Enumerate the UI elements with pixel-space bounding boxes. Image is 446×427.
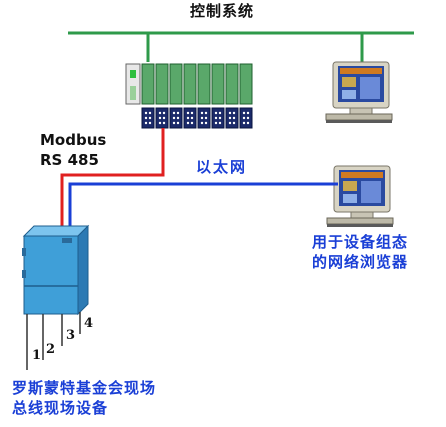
plc-io-module [155, 63, 169, 105]
plc-terminal-block [141, 107, 155, 129]
plc-io-module [183, 63, 197, 105]
modbus-cable [60, 128, 165, 228]
channel-number-4: 4 [84, 316, 94, 331]
ethernet-label: 以太网 [196, 158, 248, 176]
keyboard [326, 217, 394, 225]
fieldbus-devices-label-line2: 总线现场设备 [12, 399, 109, 417]
enclosure-hinge [22, 248, 26, 256]
plc-terminal-block [211, 107, 225, 129]
ethernet-cable [68, 182, 338, 228]
channel-number-2: 2 [46, 342, 56, 357]
monitor-stand [349, 107, 373, 115]
keyboard [325, 113, 393, 121]
plc-io-module [197, 63, 211, 105]
fieldbus-wires [26, 312, 81, 370]
enclosure-top [22, 225, 90, 237]
control-bus [68, 31, 414, 62]
modbus-label-line1: Modbus [40, 131, 107, 149]
enclosure-hinge [22, 270, 26, 278]
plc-terminal-block [155, 107, 169, 129]
config-browser-label-line2: 的网络浏览器 [312, 253, 409, 271]
enclosure-latch [62, 238, 72, 243]
modbus-label: Modbus RS 485 [40, 130, 106, 170]
plc-io-module [239, 63, 253, 105]
monitor-stand [350, 211, 374, 219]
channel-number-1: 1 [32, 348, 42, 363]
plc-terminal-block [183, 107, 197, 129]
plc-io-module [169, 63, 183, 105]
config-browser-label-line1: 用于设备组态 [312, 233, 409, 251]
plc-power-module [125, 63, 141, 105]
plc-io-module [225, 63, 239, 105]
control-workstation [325, 61, 393, 123]
plc-power-indicator [130, 86, 136, 100]
fieldbus-devices-label: 罗斯蒙特基金会现场 总线现场设备 [12, 378, 156, 418]
channel-number-3: 3 [66, 328, 76, 343]
plc-rack [125, 63, 253, 129]
config-browser-label: 用于设备组态 的网络浏览器 [312, 232, 408, 272]
config-workstation [326, 165, 394, 227]
modbus-label-line2: RS 485 [40, 151, 99, 169]
plc-io-module [141, 63, 155, 105]
plc-terminal-block [169, 107, 183, 129]
plc-terminal-block [225, 107, 239, 129]
plc-terminal-block [197, 107, 211, 129]
plc-terminal-block [239, 107, 253, 129]
enclosure-side [77, 224, 89, 316]
control-system-title: 控制系统 [190, 2, 255, 20]
plc-io-module [211, 63, 225, 105]
fieldbus-devices-label-line1: 罗斯蒙特基金会现场 [12, 379, 157, 397]
field-controller-enclosure [22, 224, 90, 316]
enclosure-front [23, 235, 79, 315]
plc-power-led [130, 70, 136, 78]
